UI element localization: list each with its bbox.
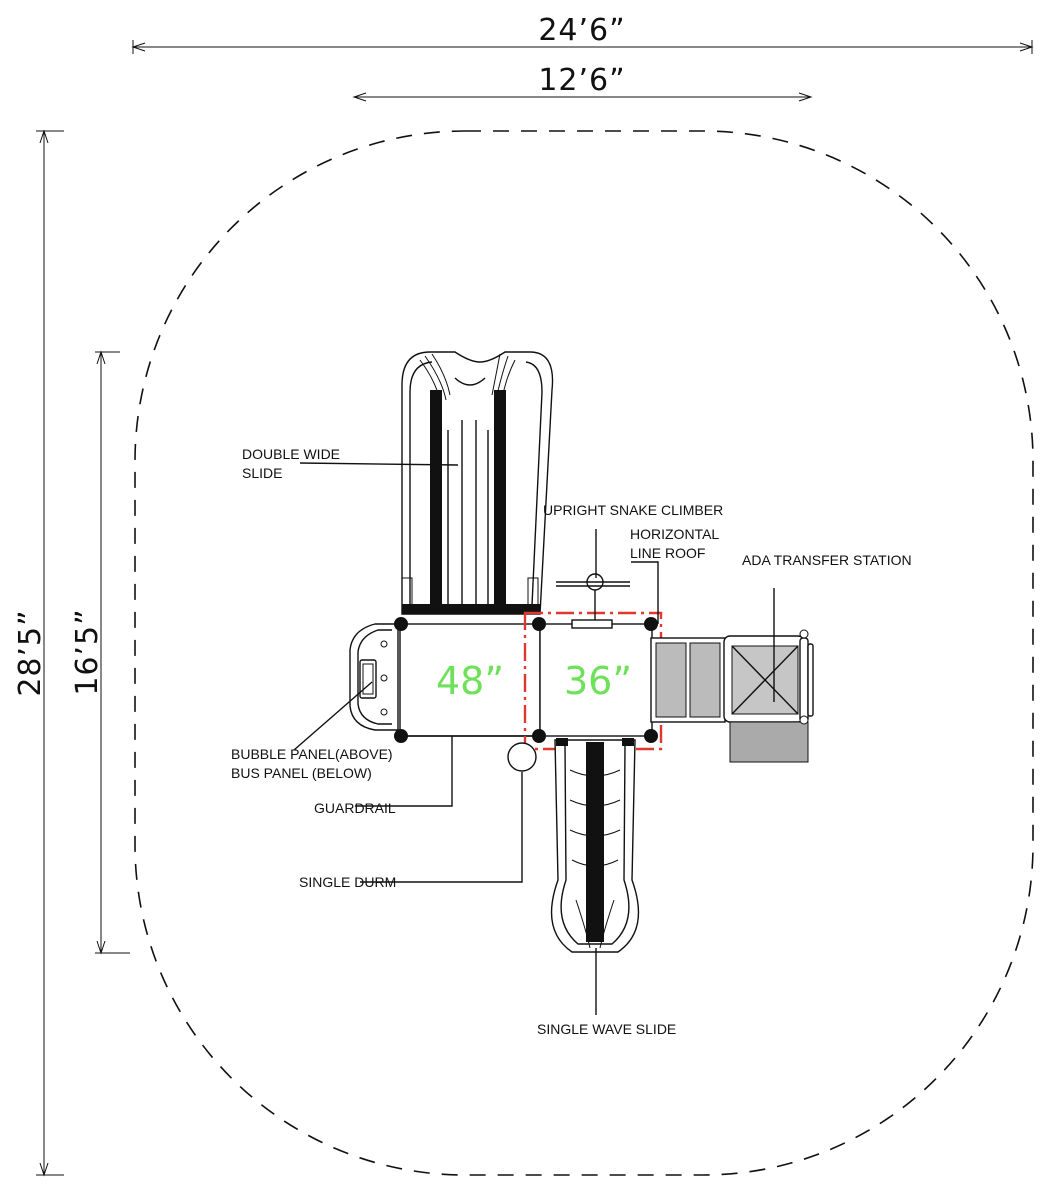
structure-width-label: 12’6”	[538, 63, 625, 98]
double-wide-slide	[401, 351, 554, 615]
dimension-structure-width: 12’6”	[352, 63, 813, 102]
overall-length-label: 28’5”	[13, 609, 48, 696]
bus-panel-label: BUS PANEL (BELOW)	[231, 765, 372, 781]
upright-snake-climber	[556, 573, 630, 629]
structure-length-label: 16’5”	[70, 608, 105, 695]
overall-width-label: 24’6”	[538, 13, 625, 48]
single-wave-slide-label: SINGLE WAVE SLIDE	[537, 1021, 676, 1037]
single-durm-label: SINGLE DURM	[299, 874, 396, 890]
dimension-overall-width: 24’6”	[131, 13, 1034, 54]
ada-transfer-station-label: ADA TRANSFER STATION	[742, 552, 912, 568]
bubble-bus-panel	[349, 623, 399, 731]
deck-36: 36”	[539, 623, 653, 737]
double-wide-slide-label: DOUBLE WIDE	[242, 446, 340, 462]
dimension-overall-length: 28’5”	[13, 129, 64, 1177]
safety-zone-boundary	[134, 130, 1034, 1176]
horizontal-line-roof-label: HORIZONTAL	[630, 526, 719, 542]
double-wide-slide-label-2: SLIDE	[242, 465, 282, 481]
upright-snake-climber-label: UPRIGHT SNAKE CLIMBER	[543, 502, 723, 518]
deck-48: 48”	[399, 623, 541, 737]
single-wave-slide	[550, 738, 640, 953]
horizontal-line-roof-label-2: LINE ROOF	[630, 545, 705, 561]
deck-posts	[394, 617, 658, 743]
deck-48-height-label: 48”	[436, 659, 504, 703]
dimension-structure-length: 16’5”	[70, 350, 130, 955]
ada-transfer-station	[650, 629, 814, 763]
component-labels: DOUBLE WIDE SLIDE UPRIGHT SNAKE CLIMBER …	[231, 446, 912, 1037]
deck-36-height-label: 36”	[564, 659, 632, 703]
leader-lines	[293, 462, 775, 1015]
bubble-panel-label: BUBBLE PANEL(ABOVE)	[231, 746, 393, 762]
guardrail-label: GUARDRAIL	[314, 800, 396, 816]
single-durm	[507, 742, 537, 772]
